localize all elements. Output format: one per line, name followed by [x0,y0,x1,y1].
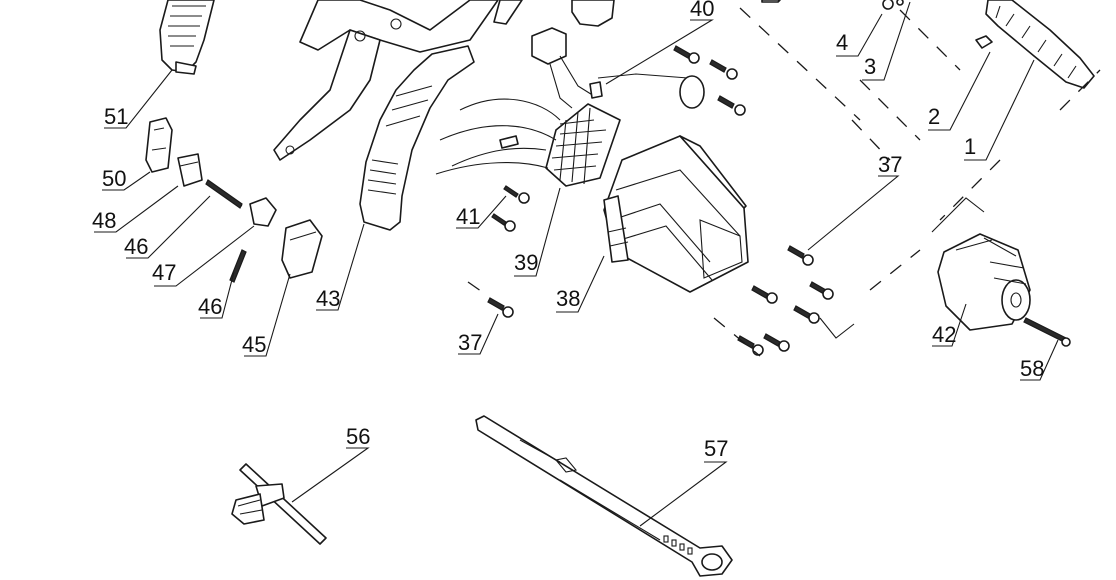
part-45-switch-button [281,219,323,279]
part-1-spindle [985,0,1095,89]
part-51-side-cover [159,0,215,75]
assembly-dashed-lines [467,7,1101,357]
callout-48: 48 [92,208,116,233]
screws-group-37-right [737,245,834,356]
callout-3: 3 [864,54,876,79]
screw-37-lower [487,297,514,318]
callout-40: 40 [690,0,714,21]
screws-group-40 [673,45,746,116]
callout-38: 38 [556,286,580,311]
callout-45: 45 [242,332,266,357]
callout-1: 1 [964,134,976,159]
part-39-heatsink [545,103,621,187]
callout-41: 41 [456,204,480,229]
part-43-handle [359,45,475,231]
callout-43: 43 [316,286,340,311]
part-48-microswitch [177,153,203,187]
callout-50: 50 [102,166,126,191]
callout-37-lower: 37 [458,330,482,355]
callout-57: 57 [704,436,728,461]
callout-42: 42 [932,322,956,347]
part-3-4-small [882,0,904,10]
part-47-lever [249,197,277,227]
callout-51: 51 [104,104,128,129]
part-38-gear-housing [603,135,749,293]
callout-56: 56 [346,424,370,449]
part-46-spring-upper [205,179,243,209]
part-56-chuck-key [231,463,327,545]
callout-58: 58 [1020,356,1044,381]
callout-2: 2 [928,104,940,129]
callout-37-upper: 37 [878,152,902,177]
part-50-switch-bracket [145,117,173,173]
callout-47: 47 [152,260,176,285]
housing-half [273,0,499,161]
callout-46-upper: 46 [124,234,148,259]
callout-numbers: 40 4 3 2 1 51 50 48 46 47 46 45 43 41 39… [92,0,1044,461]
callout-39: 39 [514,250,538,275]
part-42-chuck [937,233,1031,331]
part-41-wires [435,98,561,232]
part-40-connector [531,27,705,109]
callout-4: 4 [836,30,848,55]
part-57-depth-rod [475,415,733,577]
callout-46-lower: 46 [198,294,222,319]
part-2-key [975,35,993,49]
top-small-parts [493,0,781,27]
part-58-chuck-screw [1023,317,1071,347]
leader-lines [94,1,1059,527]
